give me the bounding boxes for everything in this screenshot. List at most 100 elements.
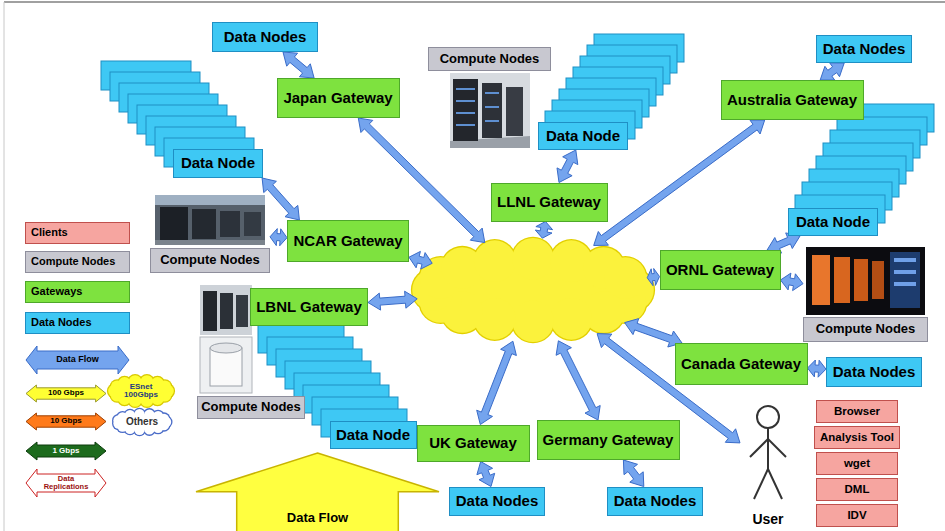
data-flow-connector bbox=[535, 222, 552, 239]
node-label: Compute Nodes bbox=[201, 400, 301, 414]
cloud-part bbox=[605, 257, 647, 299]
legend-item: 10 Gbps bbox=[25, 412, 107, 431]
photo-floor bbox=[155, 240, 265, 245]
legend-arrow-shape bbox=[26, 442, 106, 460]
compute-photo bbox=[155, 195, 265, 245]
data-node-box: Data Node bbox=[788, 208, 878, 236]
server-rack bbox=[812, 255, 830, 305]
legend-text-holder: 100 Gbps bbox=[37, 384, 94, 403]
cloud-part bbox=[474, 240, 516, 282]
cloud-shape bbox=[408, 238, 658, 342]
node-label: ORNL Gateway bbox=[666, 262, 774, 279]
node-label: Compute Nodes bbox=[440, 52, 540, 66]
rack-light bbox=[485, 120, 499, 122]
legend-text: Compute Nodes bbox=[31, 256, 115, 268]
storage-tank-top bbox=[210, 343, 242, 353]
legend-item: Compute Nodes bbox=[25, 251, 130, 273]
node-label: Germany Gateway bbox=[543, 432, 674, 449]
data-node-box: Data Nodes bbox=[816, 35, 912, 63]
compute-photo bbox=[806, 247, 925, 315]
node-label: NCAR Gateway bbox=[293, 233, 402, 250]
node-label: LLNL Gateway bbox=[497, 194, 601, 211]
client-box: DML bbox=[816, 478, 898, 501]
frame-line bbox=[4, 1, 945, 3]
photo-ground bbox=[200, 285, 252, 335]
legend-text: Clients bbox=[31, 227, 68, 239]
rack-light bbox=[485, 92, 499, 94]
node-label: LBNL Gateway bbox=[256, 299, 362, 316]
node-label: Browser bbox=[834, 405, 880, 418]
legend-swatch: Gateways bbox=[25, 281, 130, 303]
client-box: Analysis Tool bbox=[814, 426, 900, 449]
data-node-box: Data Nodes bbox=[449, 487, 545, 516]
rack-light bbox=[456, 124, 475, 126]
network-cloud bbox=[408, 238, 658, 342]
legend-item: Data Replications bbox=[25, 468, 107, 498]
server-rack bbox=[834, 257, 850, 303]
legend-text: Gateways bbox=[31, 286, 82, 298]
legend-text: Data Flow bbox=[56, 355, 99, 364]
node-label: Australia Gateway bbox=[727, 92, 857, 109]
gateway-box: Australia Gateway bbox=[721, 80, 864, 120]
compute-label-box: Compute Nodes bbox=[803, 317, 928, 342]
gateway-box: Canada Gateway bbox=[675, 343, 808, 385]
data-flow-connector bbox=[283, 52, 314, 78]
compute-label-box: Compute Nodes bbox=[197, 396, 305, 419]
legend-swatch: Data Nodes bbox=[25, 312, 130, 334]
compute-nodes-box: Compute Nodes bbox=[150, 194, 270, 273]
compute-photo bbox=[200, 285, 252, 393]
figure-body bbox=[767, 428, 769, 469]
compute-nodes-box: Compute Nodes bbox=[428, 47, 551, 150]
legend-item: Gateways bbox=[25, 281, 130, 303]
photo-ground bbox=[155, 195, 265, 245]
legend-item: Clients bbox=[25, 222, 130, 244]
server-rack bbox=[453, 79, 478, 141]
server-rack bbox=[220, 211, 240, 237]
client-box: IDV bbox=[816, 504, 898, 527]
node-label: Japan Gateway bbox=[283, 90, 392, 107]
legend-item: 100 Gbps bbox=[25, 384, 107, 403]
figure-leg bbox=[768, 469, 782, 499]
user-figure: User bbox=[740, 403, 796, 527]
node-label: wget bbox=[844, 457, 870, 470]
compute-label-box: Compute Nodes bbox=[428, 47, 551, 71]
node-label: Data Nodes bbox=[823, 41, 906, 58]
data-flow-connector bbox=[781, 273, 804, 291]
server-rack bbox=[872, 261, 884, 299]
compute-label-box: Compute Nodes bbox=[150, 248, 270, 273]
data-node-box: Data Node bbox=[173, 149, 263, 178]
data-flow-connector bbox=[270, 229, 287, 246]
node-label: UK Gateway bbox=[429, 435, 517, 452]
legend-text: Others bbox=[126, 417, 158, 428]
figure-arm bbox=[768, 439, 786, 457]
legend-text: 100 Gbps bbox=[48, 389, 84, 397]
server-rack bbox=[482, 83, 502, 138]
frame-line bbox=[4, 2, 5, 531]
node-label: User bbox=[752, 512, 783, 527]
data-flow-connector bbox=[557, 150, 578, 183]
server-rack bbox=[236, 295, 248, 327]
legend-swatch: Compute Nodes bbox=[25, 251, 130, 273]
figure-leg bbox=[754, 469, 768, 499]
data-flow-connector bbox=[477, 462, 495, 487]
rack-light bbox=[894, 258, 916, 262]
photo-ground bbox=[200, 337, 252, 393]
legend-swatch: Clients bbox=[25, 222, 130, 244]
legend-text-holder: ESnet 100Gbps bbox=[117, 375, 165, 407]
server-rack bbox=[506, 87, 523, 136]
data-node-box: Data Nodes bbox=[826, 357, 922, 387]
rack-light bbox=[485, 106, 499, 108]
legend-text: 10 Gbps bbox=[50, 417, 82, 425]
gateway-box: LLNL Gateway bbox=[491, 183, 608, 222]
data-flow-connector bbox=[262, 178, 299, 220]
server-rack bbox=[203, 291, 217, 331]
node-label: Analysis Tool bbox=[820, 431, 894, 444]
data-flow-arrow: Data Flow bbox=[195, 452, 440, 531]
legend-text: 1 Gbps bbox=[52, 447, 79, 455]
server-rack bbox=[244, 212, 261, 236]
legend-arrow-shape bbox=[26, 385, 106, 402]
data-node-box: Data Node bbox=[330, 421, 417, 449]
legend-item: Others bbox=[112, 409, 172, 435]
rack-light bbox=[456, 112, 475, 114]
